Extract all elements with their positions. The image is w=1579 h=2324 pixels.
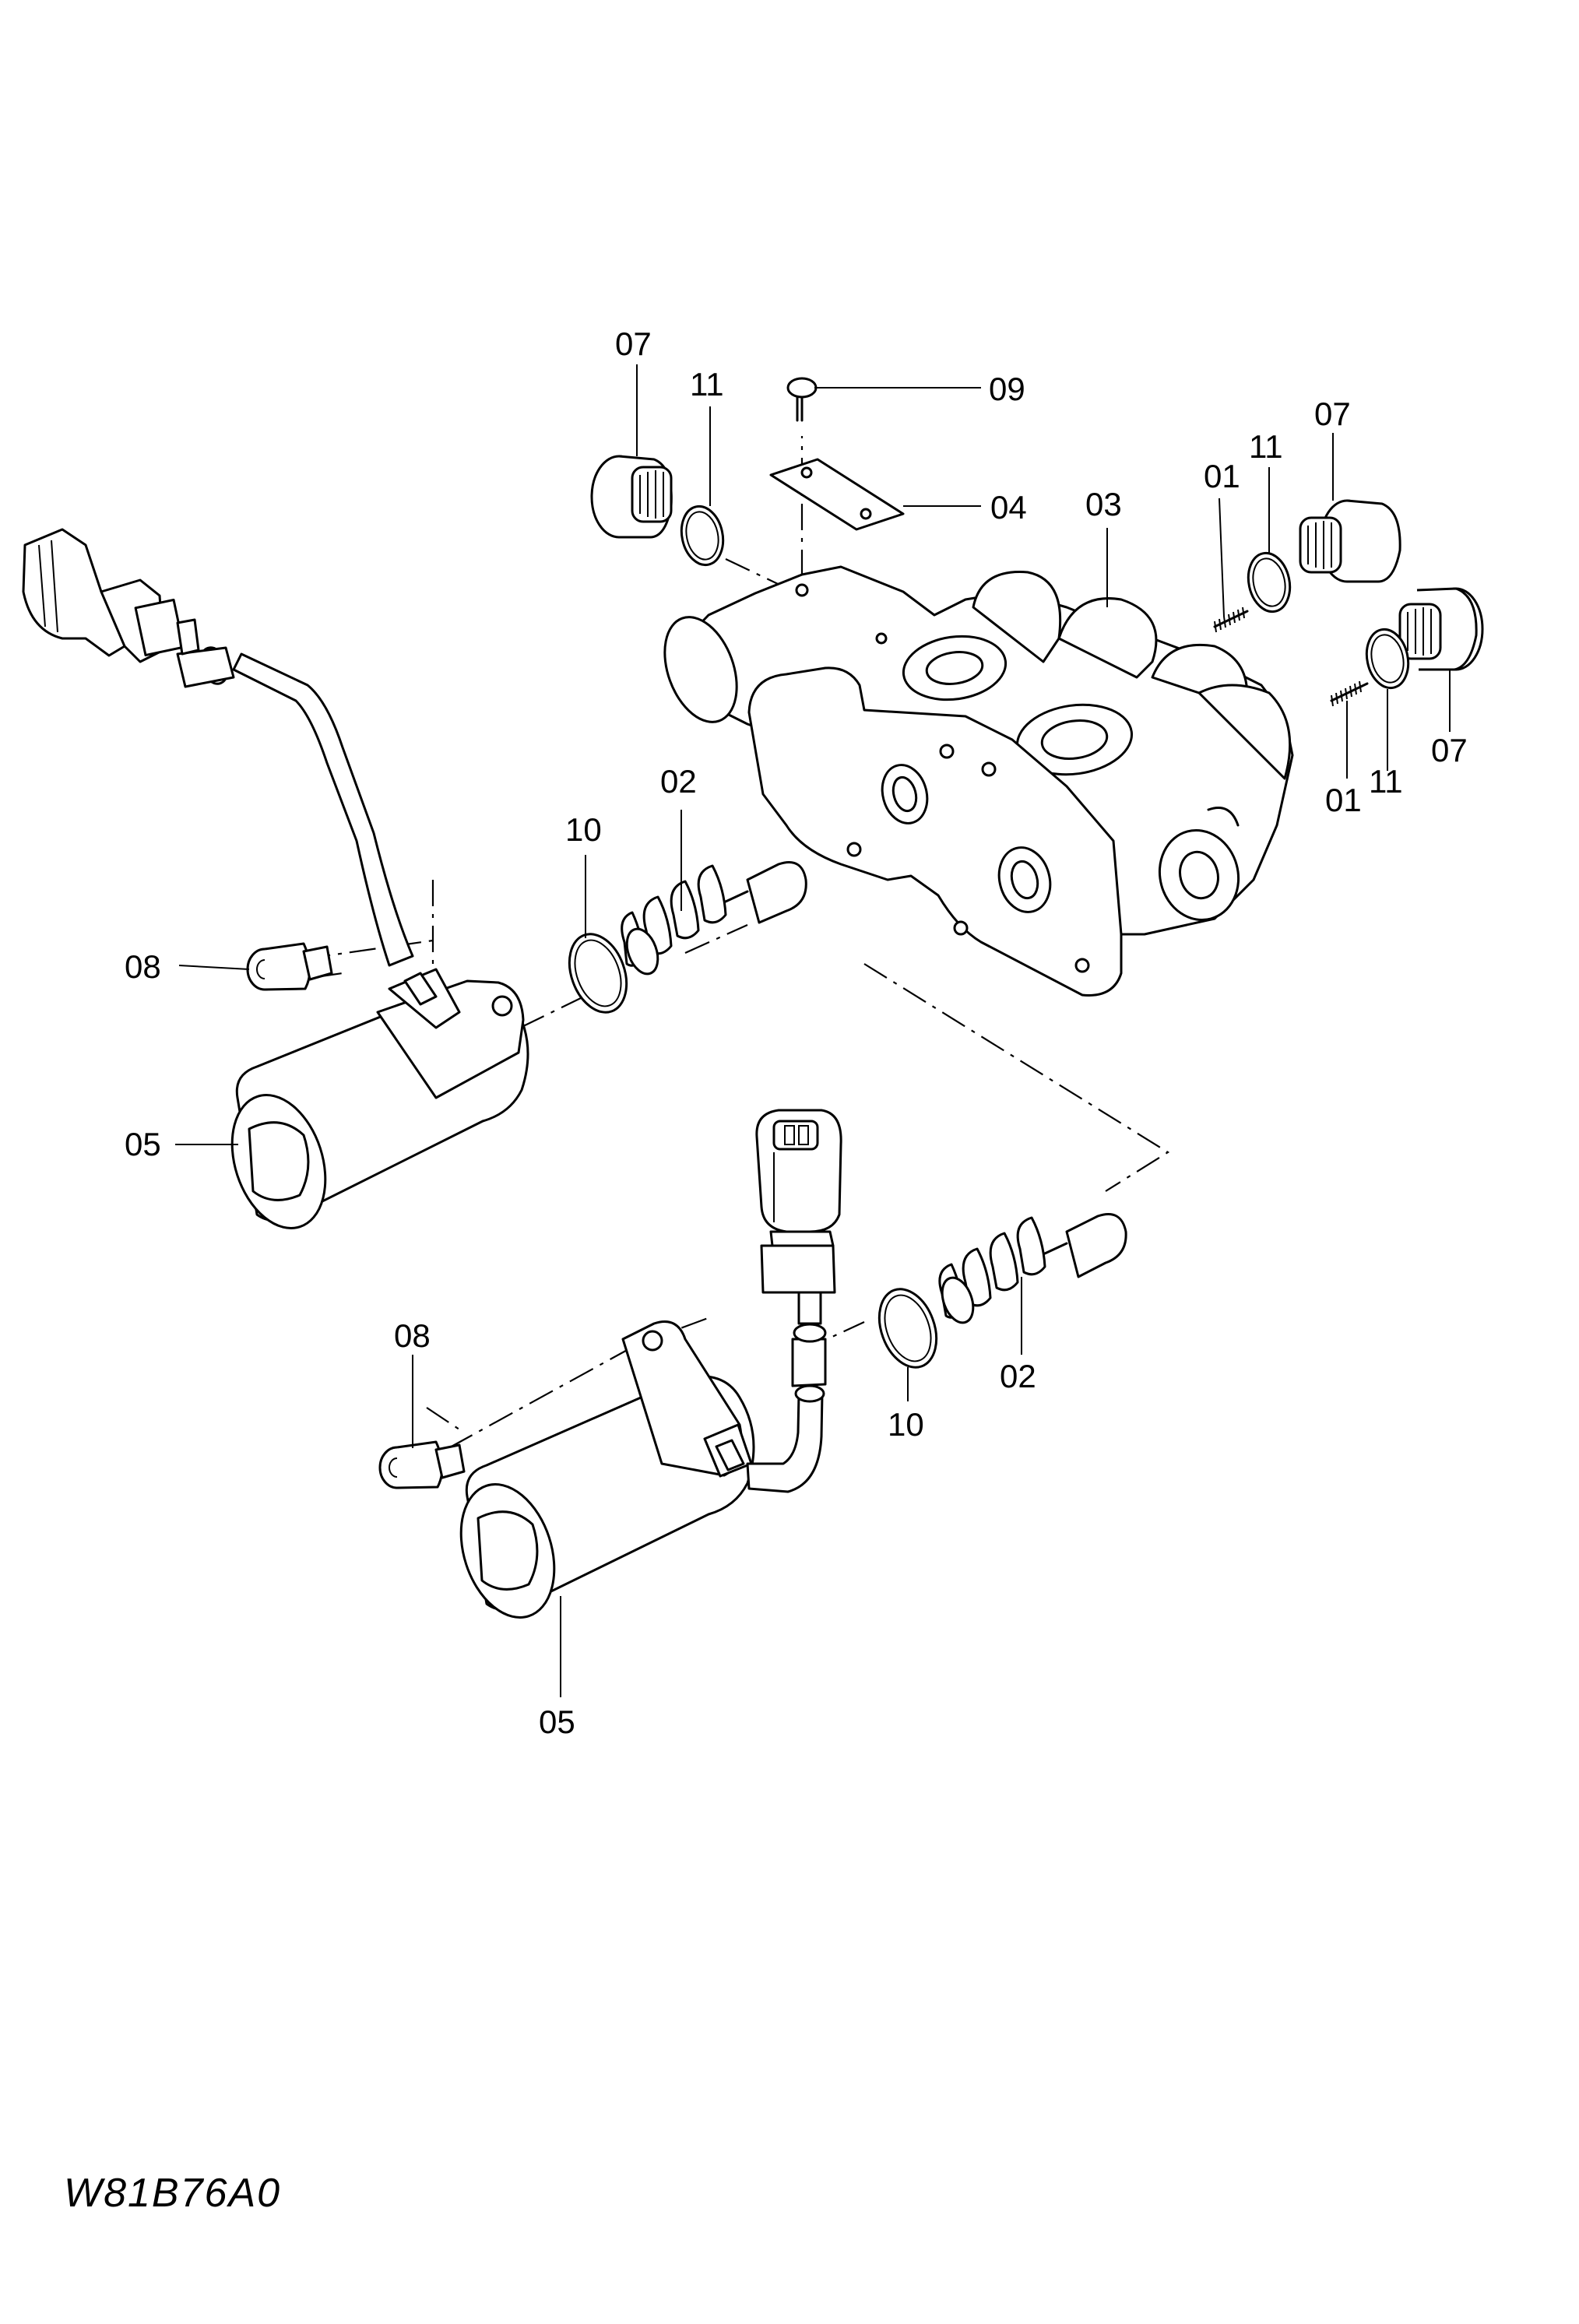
label-07-upper-right: 07 [1314,396,1351,432]
label-02-lower: 02 [1000,1358,1036,1394]
plug-07-upper-left [590,455,673,539]
o-ring-10-upper [568,933,628,1014]
label-11-mid: 11 [1249,428,1283,465]
label-10-lower: 10 [888,1406,924,1443]
spool-02-lower [938,1213,1127,1324]
drawing-code: W81B76A0 [64,2171,281,2216]
label-11-right: 11 [1369,763,1403,800]
o-ring-11-left [680,505,725,567]
label-08-lower: 08 [394,1317,431,1354]
cable-lower [746,1291,827,1493]
connector-upper [22,528,200,663]
spool-02-upper [621,861,807,976]
spring-01-lower [1330,680,1369,707]
cap-screw-08-lower [378,1440,466,1489]
rivet-09 [786,377,818,422]
label-11-left: 11 [690,366,724,403]
label-04: 04 [990,489,1027,526]
plug-07-lower-right [1398,587,1484,671]
o-ring-11-right [1365,628,1410,690]
label-02-upper: 02 [660,763,697,800]
plug-07-upper-right [1299,499,1401,583]
label-09: 09 [989,371,1025,407]
solenoid-05-lower [459,1320,755,1619]
spring-01-upper [1213,606,1249,633]
connector-lower [755,1109,842,1294]
label-05-lower: 05 [539,1703,575,1740]
label-03: 03 [1085,486,1122,522]
leader-lines [175,364,1451,1697]
cable-upper [176,646,414,967]
o-ring-11-mid [1247,551,1292,614]
label-08-upper: 08 [125,948,161,985]
label-07-upper-left: 07 [615,325,652,362]
label-05-upper: 05 [125,1126,161,1162]
label-07-lower-right: 07 [1431,732,1468,768]
label-10-upper: 10 [565,811,602,848]
solenoid-05-upper [230,968,529,1229]
part-labels: 07 11 09 04 03 01 11 07 07 01 11 02 10 0… [125,325,1468,1740]
cap-screw-08-upper [246,942,333,991]
name-plate-04 [769,458,905,531]
o-ring-10-lower [877,1288,938,1369]
label-01-lower: 01 [1325,782,1362,818]
valve-body-03 [663,565,1294,997]
label-01-upper: 01 [1204,458,1240,494]
